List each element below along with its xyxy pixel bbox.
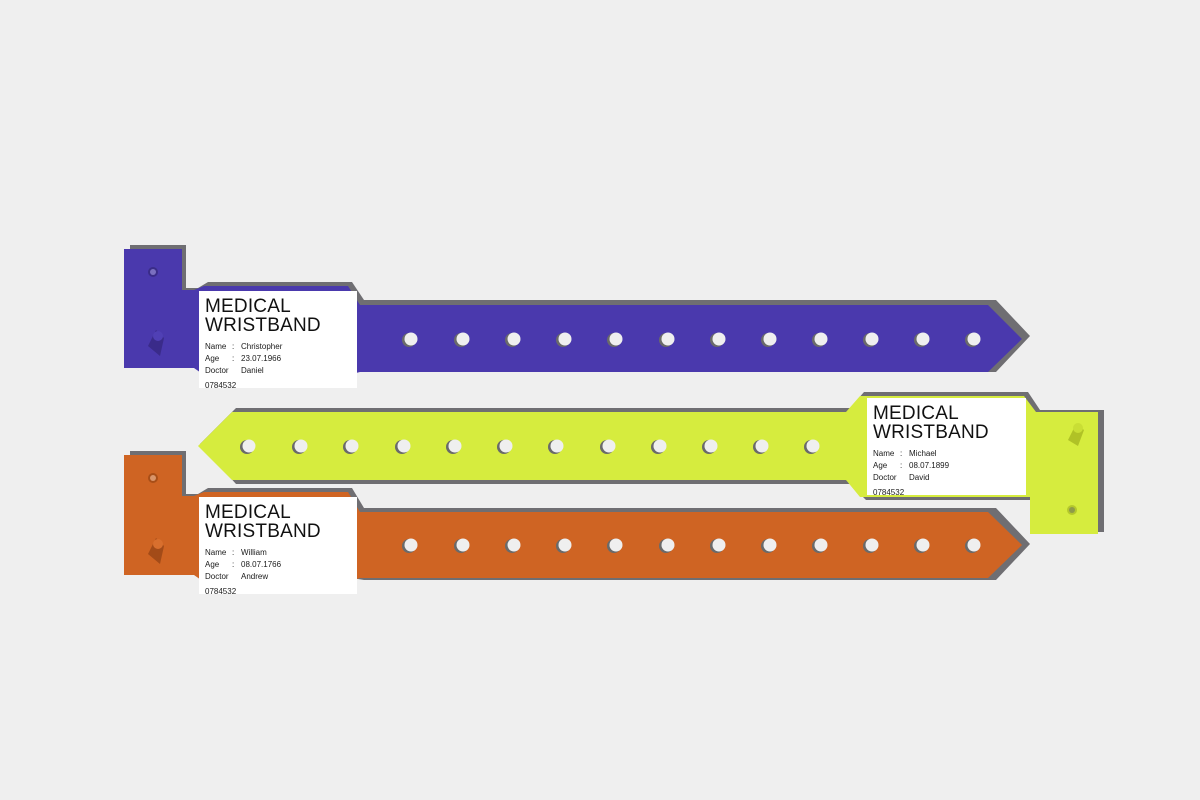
strap-hole xyxy=(661,538,675,552)
strap-hole xyxy=(865,538,879,552)
adjustment-holes xyxy=(240,439,820,454)
strap-hole xyxy=(755,439,769,453)
doctor-name: David xyxy=(909,473,930,482)
label-row-age: Age:23.07.1966 xyxy=(205,354,282,363)
label-row-name: Name:Christopher xyxy=(205,342,283,351)
patient-age: 08.07.1766 xyxy=(241,560,282,569)
strap-hole xyxy=(242,439,256,453)
strap-hole xyxy=(550,439,564,453)
strap-hole xyxy=(507,332,521,346)
strap-hole xyxy=(814,538,828,552)
label-row-name: Name:William xyxy=(205,548,267,557)
wristband-label-purple: MEDICAL WRISTBAND Name:Christopher Age:2… xyxy=(199,291,357,390)
strap-hole xyxy=(294,439,308,453)
rivet-hole xyxy=(150,475,156,481)
patient-id: 0784532 xyxy=(205,381,237,390)
strap-hole xyxy=(609,332,623,346)
strap-hole xyxy=(712,538,726,552)
label-title-line1: MEDICAL xyxy=(205,296,291,317)
strap-hole xyxy=(916,332,930,346)
strap-hole xyxy=(404,538,418,552)
label-title-line2: WRISTBAND xyxy=(873,422,989,443)
label-title-line2: WRISTBAND xyxy=(205,521,321,542)
strap-hole xyxy=(456,538,470,552)
strap-hole xyxy=(345,439,359,453)
strap-hole xyxy=(967,538,981,552)
patient-name: William xyxy=(241,548,267,557)
strap-hole xyxy=(397,439,411,453)
rivet-hole xyxy=(1069,507,1075,513)
adjustment-holes xyxy=(402,538,981,553)
strap-hole xyxy=(456,332,470,346)
strap-hole xyxy=(763,538,777,552)
strap-hole xyxy=(609,538,623,552)
strap-hole xyxy=(661,332,675,346)
adjustment-holes xyxy=(402,332,981,347)
strap-hole xyxy=(865,332,879,346)
strap-hole xyxy=(967,332,981,346)
wristband-label-lime: MEDICAL WRISTBAND Name:Michael Age:08.07… xyxy=(867,398,1026,497)
strap-hole xyxy=(704,439,718,453)
label-title-line1: MEDICAL xyxy=(873,403,959,424)
strap-hole xyxy=(558,332,572,346)
strap-hole xyxy=(448,439,462,453)
strap-hole xyxy=(653,439,667,453)
strap-hole xyxy=(806,439,820,453)
rivet-stud-head xyxy=(153,331,163,341)
patient-age: 08.07.1899 xyxy=(909,461,950,470)
label-title-line2: WRISTBAND xyxy=(205,315,321,336)
rivet-stud-head xyxy=(153,539,163,549)
label-row-age: Age:08.07.1766 xyxy=(205,560,282,569)
strap-hole xyxy=(712,332,726,346)
label-row-name: Name:Michael xyxy=(873,449,937,458)
strap-hole xyxy=(763,332,777,346)
label-row-age: Age:08.07.1899 xyxy=(873,461,950,470)
strap-hole xyxy=(602,439,616,453)
rivet-hole xyxy=(150,269,156,275)
strap-hole xyxy=(814,332,828,346)
strap-hole xyxy=(916,538,930,552)
patient-name: Christopher xyxy=(241,342,283,351)
patient-name: Michael xyxy=(909,449,937,458)
label-title-line1: MEDICAL xyxy=(205,502,291,523)
strap-hole xyxy=(499,439,513,453)
strap-hole xyxy=(507,538,521,552)
patient-id: 0784532 xyxy=(873,488,905,497)
patient-age: 23.07.1966 xyxy=(241,354,282,363)
strap-hole xyxy=(558,538,572,552)
doctor-name: Andrew xyxy=(241,572,269,581)
wristband-label-orange: MEDICAL WRISTBAND Name:William Age:08.07… xyxy=(199,497,357,596)
doctor-name: Daniel xyxy=(241,366,264,375)
strap-hole xyxy=(404,332,418,346)
patient-id: 0784532 xyxy=(205,587,237,596)
rivet-stud-head xyxy=(1073,423,1083,433)
